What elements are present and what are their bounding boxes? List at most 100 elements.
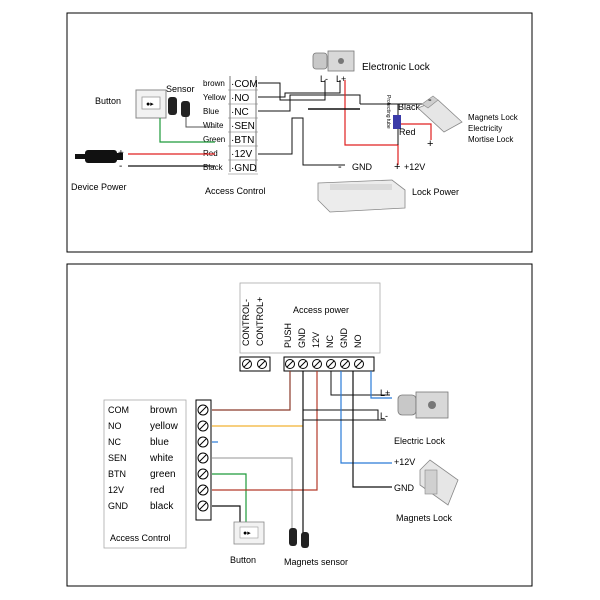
bottom-access-power-label: Access power xyxy=(293,305,349,315)
bottom-gnd-label: GND xyxy=(394,483,415,493)
top-sensor-white-wire xyxy=(185,117,215,128)
top-mag-red-wire xyxy=(398,123,432,140)
top-protecting-tube xyxy=(393,115,401,129)
top-plus-sign: + xyxy=(118,148,124,159)
terminal-screw xyxy=(197,500,209,512)
top-wire-color-label: Green xyxy=(203,135,225,144)
top-l-minus-label: L- xyxy=(320,74,328,84)
top-terminal-label: ·BTN xyxy=(231,135,254,146)
top-power-minus: - xyxy=(338,161,342,173)
bottom-nc-link xyxy=(330,371,390,396)
bottom-lplus-blue-wire xyxy=(370,371,392,399)
top-black-label: Black xyxy=(398,102,421,112)
bottom-wire-color-label: white xyxy=(149,453,174,464)
top-row-com: brown ·COM xyxy=(203,79,258,91)
terminal-screw xyxy=(340,359,350,369)
terminal-screw xyxy=(197,436,209,448)
top-protecting-tube-label: Protecting tube xyxy=(385,95,391,129)
bottom-lplus-label: L+ xyxy=(380,388,390,398)
bottom-power-terminal-label: GND xyxy=(339,328,349,349)
top-wire-color-label: White xyxy=(203,121,224,130)
bottom-terminal-label: SEN xyxy=(108,453,127,463)
top-sensor-label: Sensor xyxy=(166,84,195,94)
top-plus12v-label: +12V xyxy=(404,162,425,172)
bottom-terminal-label: NC xyxy=(108,437,121,447)
terminal-screw xyxy=(257,359,267,369)
bottom-electric-lock xyxy=(397,391,449,419)
bottom-wire-color-label: red xyxy=(150,485,164,496)
top-lock-power-box xyxy=(317,179,406,213)
bottom-power-terminal-label: PUSH xyxy=(283,323,293,348)
bottom-wire-color-label: black xyxy=(150,501,174,512)
top-row-no: Yellow·NO xyxy=(203,93,258,105)
bottom-row-nc: NC blue xyxy=(108,436,209,448)
svg-text:●▸: ●▸ xyxy=(243,530,251,537)
terminal-screw xyxy=(197,420,209,432)
bottom-power-terminal-label: NO xyxy=(353,335,363,349)
bottom-magnets-sensor-label: Magnets sensor xyxy=(284,557,348,567)
bottom-terminal-label: GND xyxy=(108,501,129,511)
top-access-control-label: Access Control xyxy=(205,186,266,196)
top-red-label: Red xyxy=(399,127,416,137)
bottom-magnets-lock-label: Magnets Lock xyxy=(396,513,453,523)
top-panel-frame xyxy=(66,12,533,253)
bottom-white-wire xyxy=(212,457,293,530)
top-terminal-label: ·SEN xyxy=(231,121,255,132)
terminal-screw xyxy=(312,359,322,369)
top-12v-link xyxy=(258,117,345,166)
bottom-electric-lock-label: Electric Lock xyxy=(394,436,446,446)
terminal-screw xyxy=(197,452,209,464)
top-nc-wire xyxy=(258,94,361,112)
top-minus-sign: - xyxy=(119,161,122,172)
top-gnd-label: GND xyxy=(352,162,373,172)
terminal-screw xyxy=(197,484,209,496)
top-wire-color-label: Black xyxy=(203,163,224,172)
top-wire-color-label: brown xyxy=(203,79,225,88)
top-no-wire xyxy=(258,80,341,98)
bottom-black-wire xyxy=(212,505,241,522)
top-l-plus-label: L+ xyxy=(336,74,346,84)
bottom-terminal-label: 12V xyxy=(108,485,124,495)
top-button-device: ●▸ xyxy=(135,89,167,119)
top-lock-power-label: Lock Power xyxy=(412,187,459,197)
top-electricity-label: Electricity xyxy=(468,124,502,133)
top-mortise-lock-label: Mortise Lock xyxy=(468,135,514,144)
bottom-lminus-label: L- xyxy=(380,411,388,421)
bottom-power-terminal-label: GND xyxy=(297,328,307,349)
bottom-wire-color-label: blue xyxy=(150,437,169,448)
top-terminal-label: ·12V xyxy=(231,149,252,160)
bottom-12v-blue-wire xyxy=(340,371,392,464)
top-device-power-label: Device Power xyxy=(71,182,127,192)
bottom-power-terminal-label: 12V xyxy=(311,332,321,348)
top-magnets-lock-label: Magnets Lock xyxy=(468,113,519,122)
top-sensor-device xyxy=(168,97,190,117)
bottom-control-plus-label: CONTROL+ xyxy=(255,297,265,346)
bottom-row-sen: SEN white xyxy=(108,452,209,464)
bottom-gnd-black-wire xyxy=(352,371,392,488)
svg-text:●▸: ●▸ xyxy=(146,101,154,108)
top-terminal-label: ·NO xyxy=(231,93,250,104)
bottom-access-control-box xyxy=(103,399,187,549)
top-mag-plus: + xyxy=(427,138,433,150)
bottom-row-gnd: GND black xyxy=(108,500,209,512)
bottom-power-terminal-label: NC xyxy=(325,335,335,348)
top-electronic-lock xyxy=(312,50,355,72)
terminal-screw xyxy=(197,468,209,480)
top-terminal-label: ·COM xyxy=(231,79,258,90)
top-terminal-strip xyxy=(229,76,257,172)
top-mag-minus: - xyxy=(428,94,432,106)
top-power-plus: + xyxy=(394,161,400,173)
bottom-wire-color-label: yellow xyxy=(150,421,179,432)
bottom-green-wire xyxy=(212,473,247,522)
top-wire-color-label: Blue xyxy=(203,107,220,116)
bottom-red-wire xyxy=(212,371,318,491)
bottom-plus12v-label: +12V xyxy=(394,457,415,467)
bottom-wire-color-label: green xyxy=(150,469,176,480)
bottom-brown-wire xyxy=(212,371,291,411)
terminal-screw xyxy=(326,359,336,369)
terminal-screw xyxy=(354,359,364,369)
bottom-terminal-label: NO xyxy=(108,421,122,431)
